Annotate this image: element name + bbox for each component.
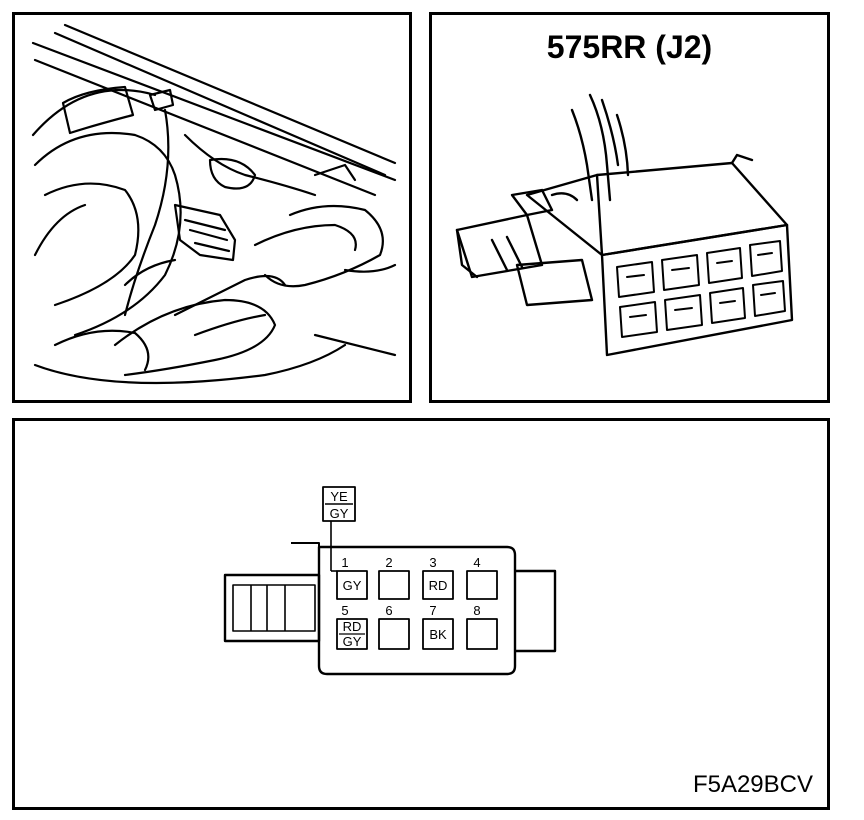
vehicle-interior-drawing (31, 23, 397, 385)
pinout-panel: YE GY 1 2 3 4 5 6 7 8 GY RD RD GY BK F5A… (12, 418, 830, 810)
connector-title: 575RR (J2) (546, 29, 713, 65)
pinout-diagram: YE GY 1 2 3 4 5 6 7 8 GY RD RD GY BK (223, 486, 557, 676)
pin-5-wire-color-bottom: GY (343, 634, 362, 649)
feed-wire-label-box (322, 486, 356, 522)
feed-wire-color-bottom: GY (330, 506, 349, 521)
pin-number-5: 5 (341, 603, 348, 618)
figure-code: F5A29BCV (692, 771, 813, 798)
pin-number-3: 3 (429, 555, 436, 570)
pin-number-6: 6 (385, 603, 392, 618)
pin-cavity-2 (378, 570, 410, 600)
pin-7-wire-color: BK (429, 627, 447, 642)
pin-cavity-3 (422, 570, 454, 600)
pin-5-wire-color-top: RD (343, 619, 362, 634)
pin-cavity-6 (378, 618, 410, 650)
pin-number-7: 7 (429, 603, 436, 618)
pin-cavity-5 (336, 618, 368, 650)
pin-number-4: 4 (473, 555, 480, 570)
pin-number-8: 8 (473, 603, 480, 618)
pin-cavity-1 (336, 570, 368, 600)
location-illustration-panel (12, 12, 412, 403)
connector-view-panel: 575RR (J2) (429, 12, 830, 403)
pin-cavity-7 (422, 618, 454, 650)
pin-cavity-8 (466, 618, 498, 650)
pin-3-wire-color: RD (429, 578, 448, 593)
feed-wire-color-top: YE (330, 489, 348, 504)
connector-drawing (455, 93, 794, 357)
connector-tab (515, 569, 557, 653)
connector-body (317, 545, 517, 676)
pin-1-wire-color: GY (343, 578, 362, 593)
pin-cavity-4 (466, 570, 498, 600)
pin-number-2: 2 (385, 555, 392, 570)
pin-number-1: 1 (341, 555, 348, 570)
